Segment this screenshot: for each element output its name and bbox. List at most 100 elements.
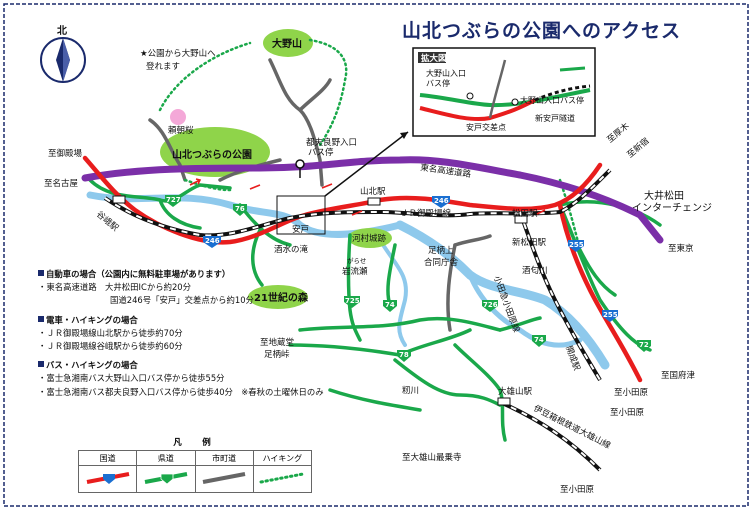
route-727-shield: 727 bbox=[165, 195, 181, 207]
zoom-pointer bbox=[324, 131, 409, 197]
yoritomo-label: 頼朝桜 bbox=[168, 125, 194, 136]
legend: 凡 例 国道 県道 市町道 ハイキング bbox=[77, 436, 313, 493]
map-border bbox=[3, 3, 749, 507]
tanimura-station-marker bbox=[112, 195, 126, 204]
sakamizu-label: 酒水の滝 bbox=[274, 244, 309, 255]
route-725-shield: 725 bbox=[344, 296, 360, 308]
inset-bus1-icon bbox=[466, 92, 474, 100]
inset-bus2-label: 大野山入口バス停 bbox=[520, 95, 584, 105]
yado-label: 安戸 bbox=[292, 224, 309, 235]
route-255-shield-2: 255 bbox=[602, 310, 618, 322]
park-label: 山北つぶらの公園 bbox=[172, 148, 252, 161]
legend-national-swatch bbox=[77, 465, 138, 493]
mt-ono-area bbox=[263, 29, 313, 57]
svg-text:74: 74 bbox=[534, 336, 544, 344]
tanimura-station-label: 谷峨駅 bbox=[94, 209, 121, 234]
svg-text:255: 255 bbox=[603, 311, 618, 319]
svg-text:72: 72 bbox=[639, 341, 649, 349]
svg-text:76: 76 bbox=[235, 205, 245, 213]
hiking-note-2: 登れます bbox=[146, 61, 180, 72]
train-heading: 電車・ハイキングの場合 bbox=[38, 314, 368, 327]
to-gotemba-label: 至御殿場 bbox=[48, 148, 83, 159]
oimatsuda-ic-label-2: インターチェンジ bbox=[632, 202, 712, 214]
bus-line-2: ・富士急湘南バス都夫良野入口バス停から徒歩40分 ※春秋の土曜休日のみ bbox=[38, 386, 324, 397]
legend-title: 凡 例 bbox=[173, 438, 217, 448]
sakura-icon bbox=[170, 109, 186, 125]
kawamura-label: 河村城跡 bbox=[352, 233, 387, 244]
legend-table: 国道 県道 市町道 ハイキング bbox=[77, 450, 313, 493]
north-label: 北 bbox=[57, 24, 67, 37]
route-shields: 246 246 727 76 725 74 78 726 74 255 255 … bbox=[165, 195, 651, 362]
to-odawara-label-1: 至小田原 bbox=[614, 387, 648, 398]
map-labels: ★公園から大野山へ 登れます 大野山 頼朝桜 山北つぶらの公園 都夫良野入口 バ… bbox=[44, 37, 712, 495]
car-heading: 自動車の場合（公園内に無料駐車場があります） bbox=[38, 268, 368, 281]
kawamura-area bbox=[348, 228, 392, 248]
tomei-expressway bbox=[81, 156, 664, 244]
bus-line-1: ・富士急湘南バス大野山入口バス停から徒歩55分 bbox=[38, 373, 225, 384]
route-76-shield: 76 bbox=[233, 204, 247, 216]
bus-stop-icon bbox=[295, 159, 305, 178]
sakawa-river-label: 酒匂川 bbox=[522, 265, 548, 276]
futenma-label: 至地蔵堂 bbox=[260, 337, 294, 348]
daiyu-station-label: 大雄山駅 bbox=[498, 386, 533, 397]
svg-text:246: 246 bbox=[434, 197, 449, 205]
inset-bus1-line1: 大野山入口 bbox=[426, 68, 466, 78]
car-line-2: 国道246号「安戸」交差点から約10分 bbox=[110, 295, 254, 306]
svg-text:78: 78 bbox=[399, 351, 409, 359]
matsuda-station-label: 松田駅 bbox=[512, 208, 538, 219]
odakyu-line bbox=[518, 211, 602, 382]
bus-stop-label-1: 都夫良野入口 bbox=[306, 137, 357, 148]
matsuda-station-marker bbox=[514, 215, 528, 224]
jr-gotemba-label: ＪＲ御殿場線 bbox=[400, 208, 452, 219]
inset-map: 拡大図 大野山入口 バス停 大野山入口バス停 安戸交差点 新安戸隧道 bbox=[412, 47, 596, 137]
inset-bus2-icon bbox=[511, 98, 519, 106]
legend-prefectural-label: 県道 bbox=[136, 450, 196, 466]
legend-prefectural-swatch bbox=[136, 465, 196, 493]
stations bbox=[112, 195, 528, 406]
to-nagoya-label: 至名古屋 bbox=[44, 178, 79, 189]
local-roads bbox=[148, 58, 492, 332]
route-246-shield-2: 246 bbox=[432, 196, 450, 208]
to-tokyo-label: 至東京 bbox=[668, 243, 694, 254]
inset-label-box bbox=[418, 52, 446, 63]
ashigara-label: 足柄上 bbox=[428, 245, 454, 256]
jr-gotemba-line bbox=[103, 168, 612, 238]
route-74-shield-2: 74 bbox=[532, 335, 546, 347]
bus-heading: バス・ハイキングの場合 bbox=[38, 359, 368, 372]
zoom-box bbox=[276, 195, 326, 235]
bus-stop-label-2: バス停 bbox=[308, 147, 334, 158]
hiking-note-1: ★公園から大野山へ bbox=[140, 48, 216, 59]
direction-arrows bbox=[189, 178, 546, 216]
yamakita-station-label: 山北駅 bbox=[360, 186, 386, 197]
zoom-pointer-head bbox=[400, 132, 408, 139]
svg-text:74: 74 bbox=[385, 301, 395, 309]
ashigara-pass-label: 足柄峠 bbox=[264, 349, 290, 360]
to-shinjuku-label: 至新宿 bbox=[625, 135, 652, 160]
inset-tunnel-label: 新安戸隧道 bbox=[535, 113, 575, 123]
mt-ono-label: 大野山 bbox=[272, 37, 302, 50]
inset-label: 拡大図 bbox=[421, 53, 447, 64]
svg-text:726: 726 bbox=[483, 301, 498, 309]
oimatsuda-ic-label-1: 大井松田 bbox=[644, 189, 684, 202]
legend-local-swatch bbox=[194, 465, 254, 493]
svg-text:246: 246 bbox=[205, 237, 220, 245]
legend-local-label: 市町道 bbox=[194, 450, 254, 466]
page-title: 山北つぶらの公園へのアクセス bbox=[402, 20, 682, 42]
north-arrow-icon: 北 bbox=[40, 24, 86, 83]
route-255-shield: 255 bbox=[568, 240, 584, 252]
godo-label: 合同庁舎 bbox=[424, 257, 459, 268]
national-roads bbox=[82, 155, 643, 383]
garasu-label: がらせ bbox=[347, 256, 366, 265]
train-line-1: ・ＪＲ御殿場線山北駅から徒歩約70分 bbox=[38, 327, 183, 338]
legend-national-label: 国道 bbox=[77, 450, 138, 466]
inset-bus1-line2: バス停 bbox=[426, 78, 450, 88]
legend-hiking-label: ハイキング bbox=[252, 450, 313, 466]
ganryu-label: 岩流瀬 bbox=[342, 266, 368, 277]
daiyuzan-temple-label: 至大雄山最乗寺 bbox=[402, 452, 462, 463]
to-odawara-label-2: 至小田原 bbox=[610, 407, 644, 418]
nojiri-label: 籾川 bbox=[402, 385, 419, 396]
route-78-shield: 78 bbox=[397, 350, 411, 362]
route-74-shield: 74 bbox=[383, 300, 397, 312]
svg-text:727: 727 bbox=[166, 196, 181, 204]
shinmatsuda-station-label: 新松田駅 bbox=[512, 237, 547, 248]
